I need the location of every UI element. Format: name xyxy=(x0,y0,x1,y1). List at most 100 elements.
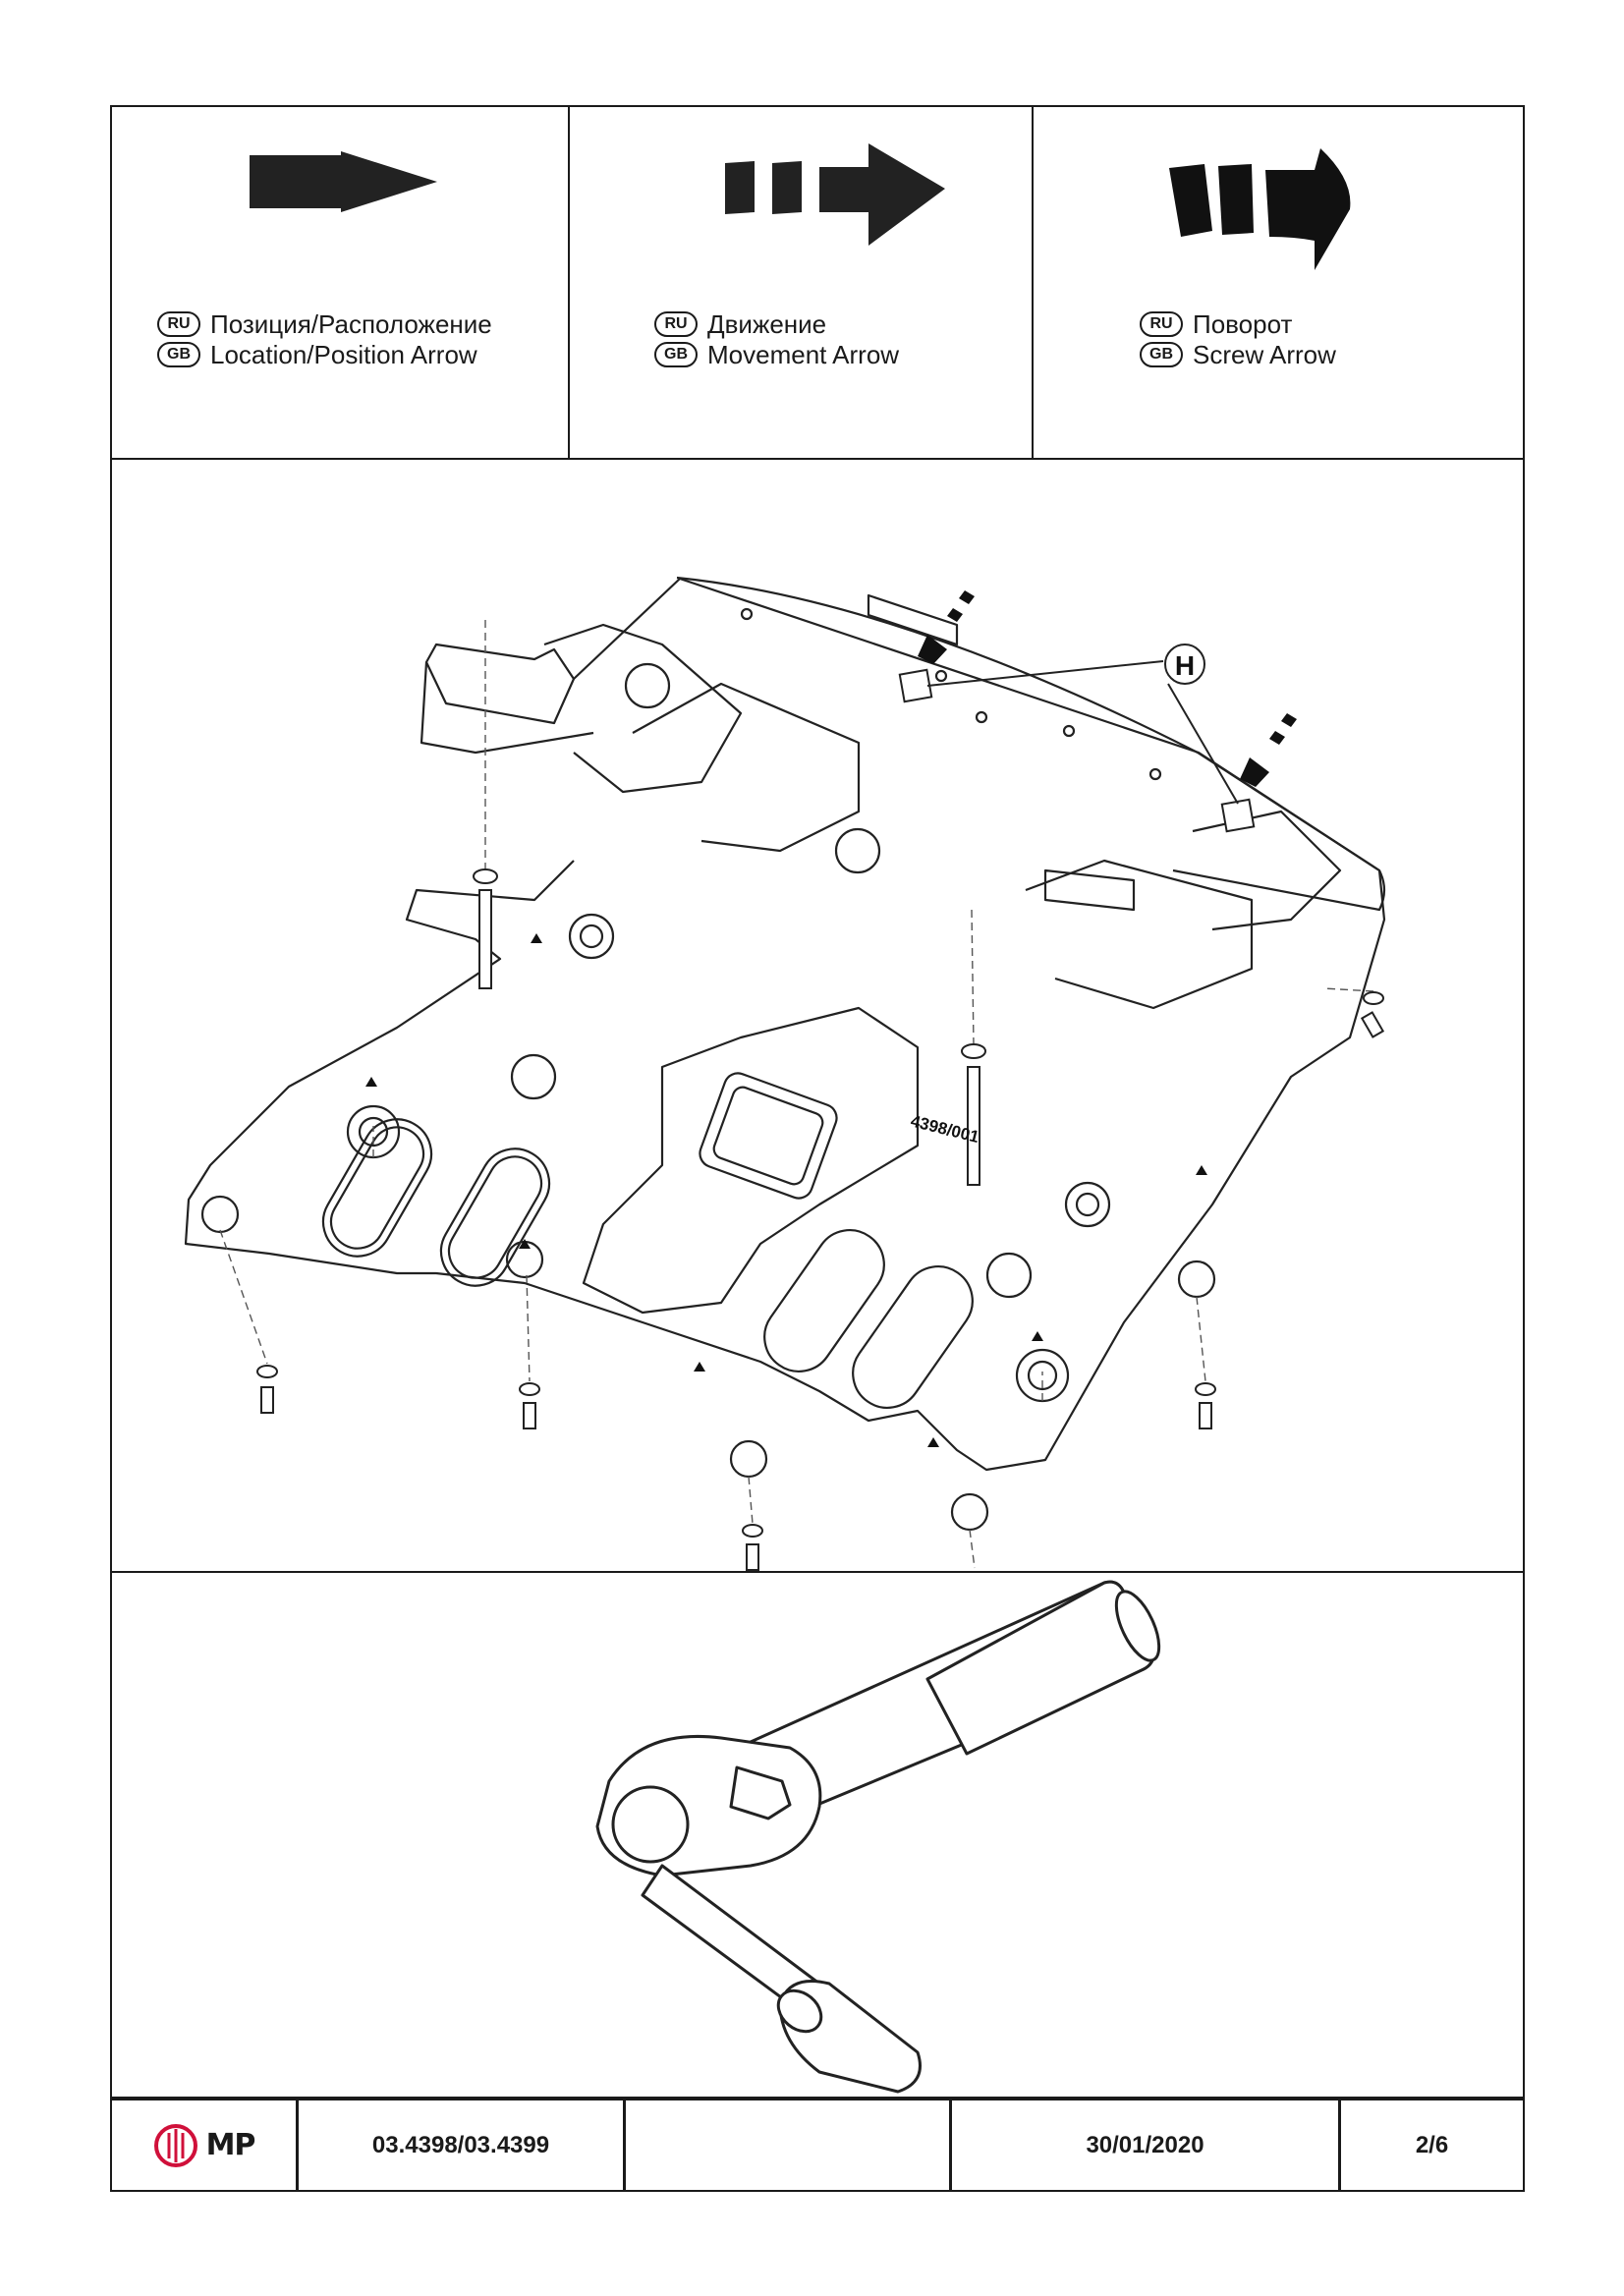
slot-1 xyxy=(321,1118,433,1258)
position-arrow xyxy=(927,1437,939,1447)
callout-label: H xyxy=(1175,650,1195,681)
movement-arrow-icon xyxy=(725,143,945,246)
gb-badge: GB xyxy=(1140,342,1183,367)
ratchet-wrench-icon xyxy=(595,1580,1161,2094)
mount-boss xyxy=(568,913,615,960)
legend-ru-label: Поворот xyxy=(1193,309,1293,339)
mount-boss xyxy=(358,1116,389,1148)
washer xyxy=(961,1043,986,1059)
slot-2-inner xyxy=(447,1155,543,1279)
movement-arrow-small xyxy=(1240,713,1297,787)
legend-gb-label: Movement Arrow xyxy=(707,340,900,369)
center-recess xyxy=(582,1006,920,1315)
mount-boss xyxy=(1027,1360,1058,1391)
legend-ru-label: Движение xyxy=(707,309,827,339)
long-bolt xyxy=(967,1066,980,1186)
center-window-inner xyxy=(712,1086,824,1186)
mount-boss xyxy=(1075,1192,1100,1217)
washer xyxy=(473,868,498,884)
clip-nut xyxy=(1220,798,1256,833)
upper-channel-3 xyxy=(1025,859,1254,1010)
mount-boss xyxy=(729,1439,768,1479)
right-crossbar xyxy=(1043,868,1136,912)
blank-cell xyxy=(623,2100,949,2190)
slot-2 xyxy=(439,1148,551,1287)
upper-channel-1 xyxy=(543,623,743,794)
mount-boss xyxy=(200,1195,240,1234)
legend-ru-line: RU Движение xyxy=(654,309,826,339)
rear-flange xyxy=(676,576,1386,912)
brand-logo-icon xyxy=(153,2123,197,2167)
legend-gb-line: GB Screw Arrow xyxy=(1140,340,1336,369)
screw-arrow-icon xyxy=(1169,148,1351,270)
title-block: MP 03.4398/03.4399 30/01/2020 2/6 xyxy=(112,2100,1523,2190)
position-arrow xyxy=(519,1239,531,1249)
part-number: 03.4398/03.4399 xyxy=(296,2100,623,2190)
left-bracket xyxy=(424,643,576,725)
legend-movement: RU Движение GB Movement Arrow xyxy=(568,107,1032,458)
clip-nut xyxy=(898,668,933,703)
legend-screw: RU Поворот GB Screw Arrow xyxy=(1032,107,1523,458)
hole xyxy=(624,662,671,709)
legend-ru-line: RU Поворот xyxy=(1140,309,1292,339)
washer xyxy=(519,1382,540,1396)
legend-ru-line: RU Позиция/Расположение xyxy=(157,309,492,339)
long-bolt xyxy=(478,889,492,989)
position-arrow xyxy=(531,933,542,943)
mount-boss xyxy=(1064,1181,1111,1228)
mount-boss xyxy=(579,924,604,949)
tool-section xyxy=(112,1571,1523,2100)
gb-badge: GB xyxy=(654,342,698,367)
small-hole xyxy=(934,669,948,683)
washer xyxy=(742,1524,763,1538)
left-bracket-arm xyxy=(420,661,594,755)
assembly-diagram: H 4398/001 xyxy=(112,458,1523,1573)
movement-arrow-small xyxy=(918,590,975,664)
slot-4 xyxy=(852,1265,974,1409)
legend-location: RU Позиция/Расположение GB Location/Posi… xyxy=(112,107,568,458)
gb-badge: GB xyxy=(157,342,200,367)
position-arrow xyxy=(694,1362,705,1372)
ru-badge: RU xyxy=(1140,311,1183,337)
small-hole xyxy=(975,710,988,724)
small-hole xyxy=(1062,724,1076,738)
bolt xyxy=(523,1402,536,1429)
washer xyxy=(1363,991,1384,1005)
brand-logo-text: MP xyxy=(205,2128,256,2162)
location-arrow-icon xyxy=(250,151,437,212)
upper-channel-2 xyxy=(632,682,861,853)
washer xyxy=(256,1365,278,1378)
ru-badge: RU xyxy=(157,311,200,337)
brand-logo: MP xyxy=(112,2100,296,2190)
skid-plate-drawing: H 4398/001 xyxy=(184,576,1386,1571)
small-hole xyxy=(740,607,754,621)
legend-gb-line: GB Location/Position Arrow xyxy=(157,340,477,369)
legend-gb-label: Screw Arrow xyxy=(1193,340,1336,369)
center-window xyxy=(699,1072,838,1200)
position-arrow xyxy=(365,1077,377,1087)
page-frame: RU Позиция/Расположение GB Location/Posi… xyxy=(110,105,1525,2192)
arrow-legend: RU Позиция/Расположение GB Location/Posi… xyxy=(112,107,1523,460)
bolt xyxy=(746,1543,759,1571)
legend-gb-label: Location/Position Arrow xyxy=(210,340,477,369)
bolt xyxy=(1199,1402,1212,1429)
ru-badge: RU xyxy=(654,311,698,337)
washer xyxy=(1195,1382,1216,1396)
document-date: 30/01/2020 xyxy=(949,2100,1338,2190)
hole xyxy=(834,827,881,874)
small-hole xyxy=(1148,767,1162,781)
legend-ru-label: Позиция/Расположение xyxy=(210,309,492,339)
position-arrow xyxy=(1196,1165,1207,1175)
crossbar-bracket xyxy=(867,593,959,646)
hole xyxy=(985,1252,1033,1299)
legend-gb-line: GB Movement Arrow xyxy=(654,340,899,369)
bolt xyxy=(1360,1011,1385,1038)
page-number: 2/6 xyxy=(1338,2100,1523,2190)
slot-3 xyxy=(763,1229,885,1372)
mount-boss xyxy=(950,1492,989,1532)
position-arrow xyxy=(1032,1331,1043,1341)
mount-boss xyxy=(1177,1260,1216,1299)
bolt xyxy=(260,1386,274,1414)
hole xyxy=(510,1053,557,1100)
slot-1-inner xyxy=(329,1126,425,1250)
